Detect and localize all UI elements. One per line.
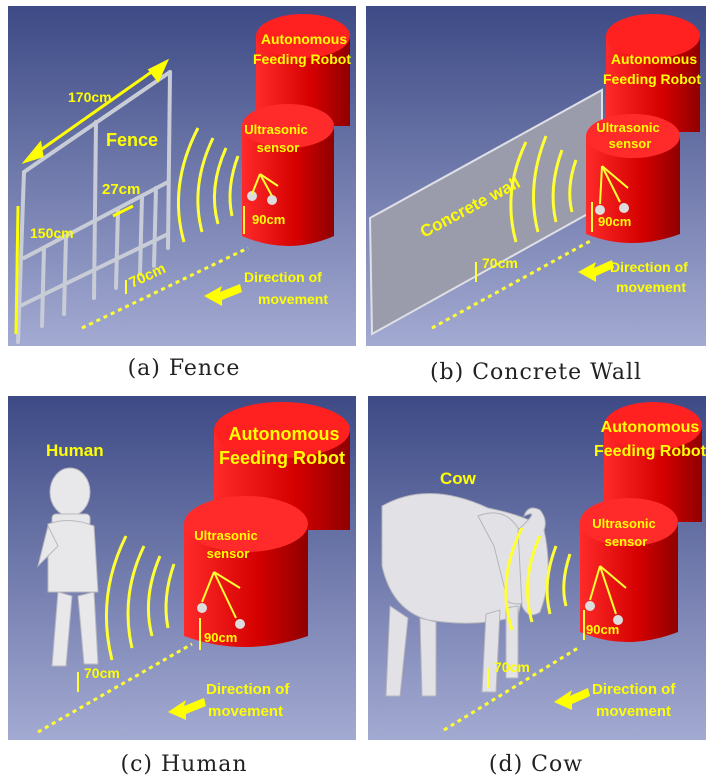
distance-line bbox=[431, 238, 593, 330]
human-figure bbox=[37, 467, 99, 667]
direction-label-line2: movement bbox=[258, 291, 328, 307]
fence-width-label: 170cm bbox=[68, 89, 112, 105]
distance-label: 70cm bbox=[482, 255, 518, 271]
feeding-robot bbox=[242, 14, 350, 246]
panel-fence: 170cm Fence 27cm 150cm 70cm Autonomous F… bbox=[8, 6, 356, 346]
robot-label-line2: Feeding Robot bbox=[219, 448, 345, 468]
distance-line bbox=[443, 646, 579, 732]
sensor-height-label: 90cm bbox=[598, 214, 631, 229]
cow-label: Cow bbox=[440, 469, 477, 488]
cow-figure bbox=[381, 493, 549, 697]
fence-illustration bbox=[16, 70, 172, 344]
sensor-height-label: 90cm bbox=[586, 622, 619, 637]
fence-gap-label: 27cm bbox=[102, 181, 140, 198]
direction-arrow-icon bbox=[554, 688, 590, 710]
direction-label-line2: movement bbox=[596, 703, 671, 720]
direction-label-line2: movement bbox=[616, 279, 686, 295]
ultrasonic-waves bbox=[509, 135, 578, 243]
direction-label-line1: Direction of bbox=[244, 269, 322, 285]
feeding-robot bbox=[184, 402, 350, 650]
sensor-label-line2: sensor bbox=[207, 546, 250, 561]
robot-label-line2: Feeding Robot bbox=[603, 71, 701, 87]
robot-label-line1: Autonomous bbox=[611, 51, 698, 67]
fence-height-label: 150cm bbox=[30, 225, 74, 241]
sensor-label-line2: sensor bbox=[257, 140, 300, 155]
robot-label-line1: Autonomous bbox=[601, 419, 700, 436]
caption-a: (a) Fence bbox=[127, 356, 241, 381]
sensor-label-line1: Ultrasonic bbox=[244, 122, 308, 137]
direction-label-line1: Direction of bbox=[592, 681, 676, 698]
direction-arrow-icon bbox=[168, 698, 206, 720]
robot-label-line1: Autonomous bbox=[229, 424, 340, 444]
direction-label-line1: Direction of bbox=[610, 259, 688, 275]
feeding-robot bbox=[580, 402, 702, 642]
ultrasonic-waves bbox=[176, 127, 240, 243]
feeding-robot bbox=[586, 14, 700, 243]
direction-label-line1: Direction of bbox=[206, 681, 290, 698]
direction-arrow-icon bbox=[204, 284, 242, 306]
sensor-label-line1: Ultrasonic bbox=[592, 516, 656, 531]
sensor-height-label: 90cm bbox=[204, 630, 237, 645]
robot-label-line1: Autonomous bbox=[261, 31, 348, 47]
distance-label: 70cm bbox=[84, 665, 120, 681]
direction-arrow-icon bbox=[578, 260, 614, 282]
sensor-label-line1: Ultrasonic bbox=[194, 528, 258, 543]
distance-line bbox=[81, 246, 249, 330]
fence-label: Fence bbox=[106, 130, 158, 150]
robot-label-line2: Feeding Robot bbox=[253, 51, 351, 67]
panel-cow: Cow 70cm Autonomous Feeding Robot Ultras… bbox=[368, 396, 706, 740]
caption-c: (c) Human bbox=[120, 752, 248, 777]
sensor-label-line2: sensor bbox=[605, 534, 648, 549]
panel-concrete-wall: Concrete wall 70cm Autonomous Feeding Ro… bbox=[366, 6, 706, 346]
sensor-label-line2: sensor bbox=[609, 136, 652, 151]
caption-b: (b) Concrete Wall bbox=[429, 360, 643, 385]
caption-d: (d) Cow bbox=[488, 752, 584, 777]
ultrasonic-waves bbox=[104, 535, 176, 661]
panel-human: Human 70cm Autonomous Feeding Robot Ultr… bbox=[8, 396, 356, 740]
direction-label-line2: movement bbox=[208, 703, 283, 720]
robot-label-line2: Feeding Robot bbox=[594, 443, 706, 460]
human-label: Human bbox=[46, 441, 104, 460]
distance-label: 70cm bbox=[494, 659, 530, 675]
distance-line bbox=[37, 642, 193, 734]
ultrasonic-waves bbox=[504, 527, 572, 631]
sensor-label-line1: Ultrasonic bbox=[596, 120, 660, 135]
sensor-height-label: 90cm bbox=[252, 212, 285, 227]
